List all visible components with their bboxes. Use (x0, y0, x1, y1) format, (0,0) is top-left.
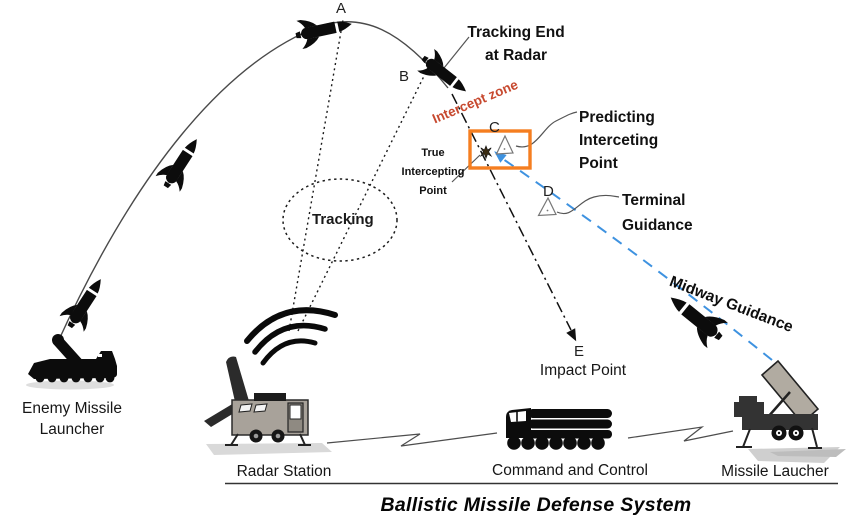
enemy-launcher-label: Enemy Missile Launcher (14, 398, 130, 440)
tracking-label: Tracking (312, 211, 374, 228)
true-intercepting-connector (451, 154, 481, 183)
waypoint-label-c: C (489, 119, 500, 136)
tracking-end-connector (443, 36, 470, 69)
comm-link-bolts (326, 426, 734, 447)
waypoint-label-b: B (399, 68, 410, 85)
terminal-guidance-label: Terminal Guidance (622, 188, 693, 238)
ground-shadows (26, 380, 846, 463)
command-truck-icon (506, 408, 612, 450)
ballistic-trajectory-path (56, 20, 449, 345)
predicting-line3: Point (579, 155, 618, 172)
terminal-line1: Terminal (622, 192, 686, 209)
predicting-line2: Interceting (579, 132, 659, 149)
enemy-launcher-line2: Launcher (39, 421, 105, 438)
terminal-line2: Guidance (622, 217, 693, 234)
intercept-zone-box (468, 129, 532, 170)
waypoint-label-a: A (336, 0, 347, 17)
interceptor-marker-d (537, 196, 557, 217)
missile-launcher-label: Missile Laucher (721, 463, 829, 480)
command-control-label: Command and Control (492, 462, 648, 479)
radar-station-icon (204, 307, 338, 446)
tracking-ellipse (282, 178, 398, 262)
tracking-end-label: Tracking End at Radar (455, 21, 577, 67)
true-intercepting-line2: Intercepting (401, 166, 465, 178)
enemy-launcher-icon (28, 334, 117, 383)
predicted-impact-path (451, 93, 577, 342)
predicting-intercept-label: Predicting Interceting Point (579, 106, 658, 175)
true-intercept-star-icon (479, 145, 493, 160)
interceptor-marker-c (495, 134, 514, 155)
predicting-line1: Predicting (579, 109, 655, 126)
figure-title: Ballistic Missile Defense System (380, 494, 692, 516)
radar-command-link-icon (326, 432, 498, 447)
terminal-connector (556, 194, 620, 215)
ascending-missile2-icon (153, 131, 209, 195)
tracking-end-line1: Tracking End (467, 24, 565, 41)
radar-station-label: Radar Station (236, 463, 332, 480)
true-intercepting-line1: True (421, 147, 445, 159)
command-launcher-link-icon (627, 426, 734, 442)
tracking-end-line2: at Radar (484, 47, 548, 64)
true-intercepting-line3: Point (419, 185, 447, 197)
true-intercepting-label: True Intercepting Point (397, 144, 469, 201)
waypoint-label-d: D (543, 183, 554, 200)
impact-arrowhead-icon (566, 328, 577, 342)
radar-beam-lines (288, 19, 431, 332)
waypoint-label-e: E (574, 343, 585, 360)
radar-waves-icon (244, 307, 338, 366)
enemy-launcher-line1: Enemy Missile (22, 400, 122, 417)
missile-launcher-icon (734, 359, 822, 449)
impact-point-label: Impact Point (539, 362, 627, 379)
